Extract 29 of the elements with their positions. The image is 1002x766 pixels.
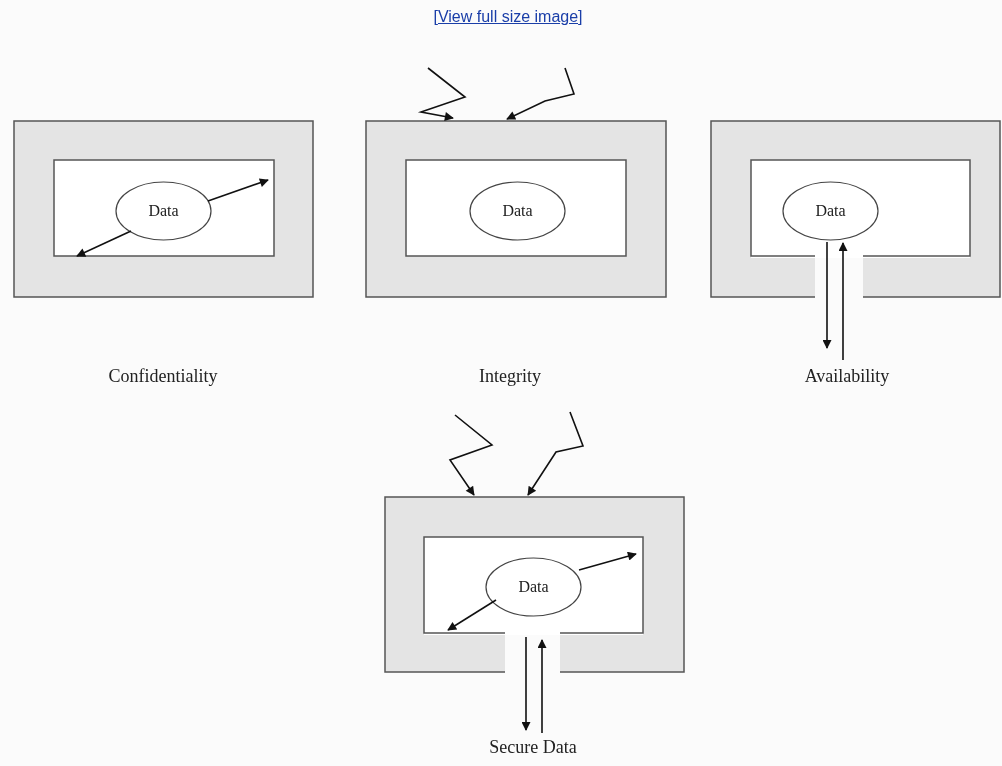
outer-frame (385, 497, 684, 672)
lightning-arrow (448, 414, 494, 496)
data-ellipse: Data (470, 182, 565, 240)
outer-frame (14, 121, 313, 297)
lightning-arrow (506, 67, 576, 120)
node-label: Confidentiality (108, 366, 218, 387)
arrow (578, 551, 637, 571)
outer-frame (711, 121, 1000, 297)
lightning-arrow (527, 411, 585, 496)
lightning-arrow (417, 67, 467, 121)
data-ellipse: Data (783, 182, 878, 240)
inner-box (751, 160, 970, 256)
view-image-link: [View full size image] (433, 8, 583, 26)
arrow (822, 241, 832, 349)
data-ellipse: Data (486, 558, 581, 616)
arrow (76, 230, 132, 257)
node-label: Secure Data (489, 737, 577, 758)
arrow (447, 599, 497, 631)
outer-frame (366, 121, 666, 297)
inner-box (54, 160, 274, 256)
inner-box (424, 537, 643, 633)
arrow (838, 242, 848, 361)
arrow (207, 178, 269, 202)
data-ellipse: Data (116, 182, 211, 240)
node-label: Integrity (479, 366, 541, 387)
arrow (521, 636, 531, 731)
arrow (537, 639, 547, 734)
inner-box (406, 160, 626, 256)
node-label: Availability (804, 366, 890, 387)
